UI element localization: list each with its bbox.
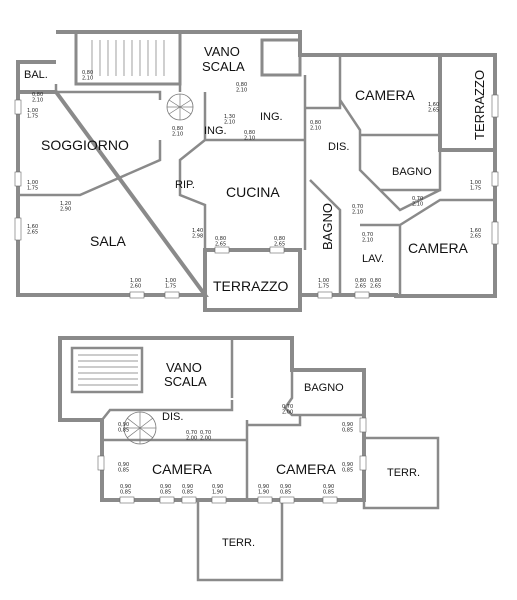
room-label-camera-right: CAMERA — [408, 240, 469, 256]
room-label-vano: VANO — [204, 44, 240, 59]
upper-terrace-right — [362, 436, 440, 510]
room-label-scala: SCALA — [202, 59, 245, 74]
room-label-soggiorno: SOGGIORNO — [41, 137, 129, 153]
upper-room-label-bagno: BAGNO — [304, 382, 344, 394]
stair-treads — [91, 40, 165, 76]
upper-room-label-scala: SCALA — [164, 374, 207, 389]
upper-room-label-terr-bottom: TERR. — [222, 537, 255, 549]
upper-floor-plan: VANO SCALA BAGNO DIS. CAMERA CAMERA TERR… — [58, 336, 440, 582]
room-label-lav: LAV. — [362, 253, 384, 265]
room-label-terrazzo-right: TERRAZZO — [472, 70, 487, 140]
upper-stair-treads — [78, 354, 138, 386]
upper-room-label-dis: DIS. — [162, 411, 183, 423]
ground-floor-plan: BAL. VANO SCALA SOGGIORNO ING. ING. CAME… — [14, 30, 499, 312]
spiral-stair-treads — [167, 94, 193, 120]
room-label-rip: RIP. — [175, 179, 195, 191]
room-label-ing-top: ING. — [260, 111, 283, 123]
room-label-ing-small: ING. — [204, 125, 227, 137]
balcony-wall — [16, 60, 56, 92]
upper-room-label-terr-right: TERR. — [387, 467, 420, 479]
terrazzo-right-wall — [440, 53, 497, 150]
ground-windows — [14, 94, 499, 299]
upper-room-label-vano: VANO — [166, 360, 202, 375]
upper-stair-block — [70, 346, 144, 394]
room-label-terrazzo-bottom: TERRAZZO — [213, 278, 289, 294]
upper-terrace-bottom — [196, 498, 284, 582]
upper-room-label-camera-left: CAMERA — [152, 461, 213, 477]
room-label-dis: DIS. — [328, 141, 349, 153]
upper-room-label-camera-right: CAMERA — [276, 461, 337, 477]
room-label-cucina: CUCINA — [226, 184, 280, 200]
shaft — [260, 38, 302, 77]
stair-block — [74, 30, 182, 86]
room-label-camera-top: CAMERA — [355, 87, 416, 103]
room-label-bagno-vertical: BAGNO — [320, 203, 335, 250]
internal-walls — [18, 55, 495, 295]
upper-internal-walls — [101, 338, 364, 500]
room-label-sala: SALA — [90, 233, 126, 249]
upper-spiral-treads — [124, 412, 156, 444]
room-label-bal: BAL. — [24, 69, 48, 81]
room-label-bagno-mid: BAGNO — [392, 166, 432, 178]
upper-windows — [97, 417, 367, 504]
